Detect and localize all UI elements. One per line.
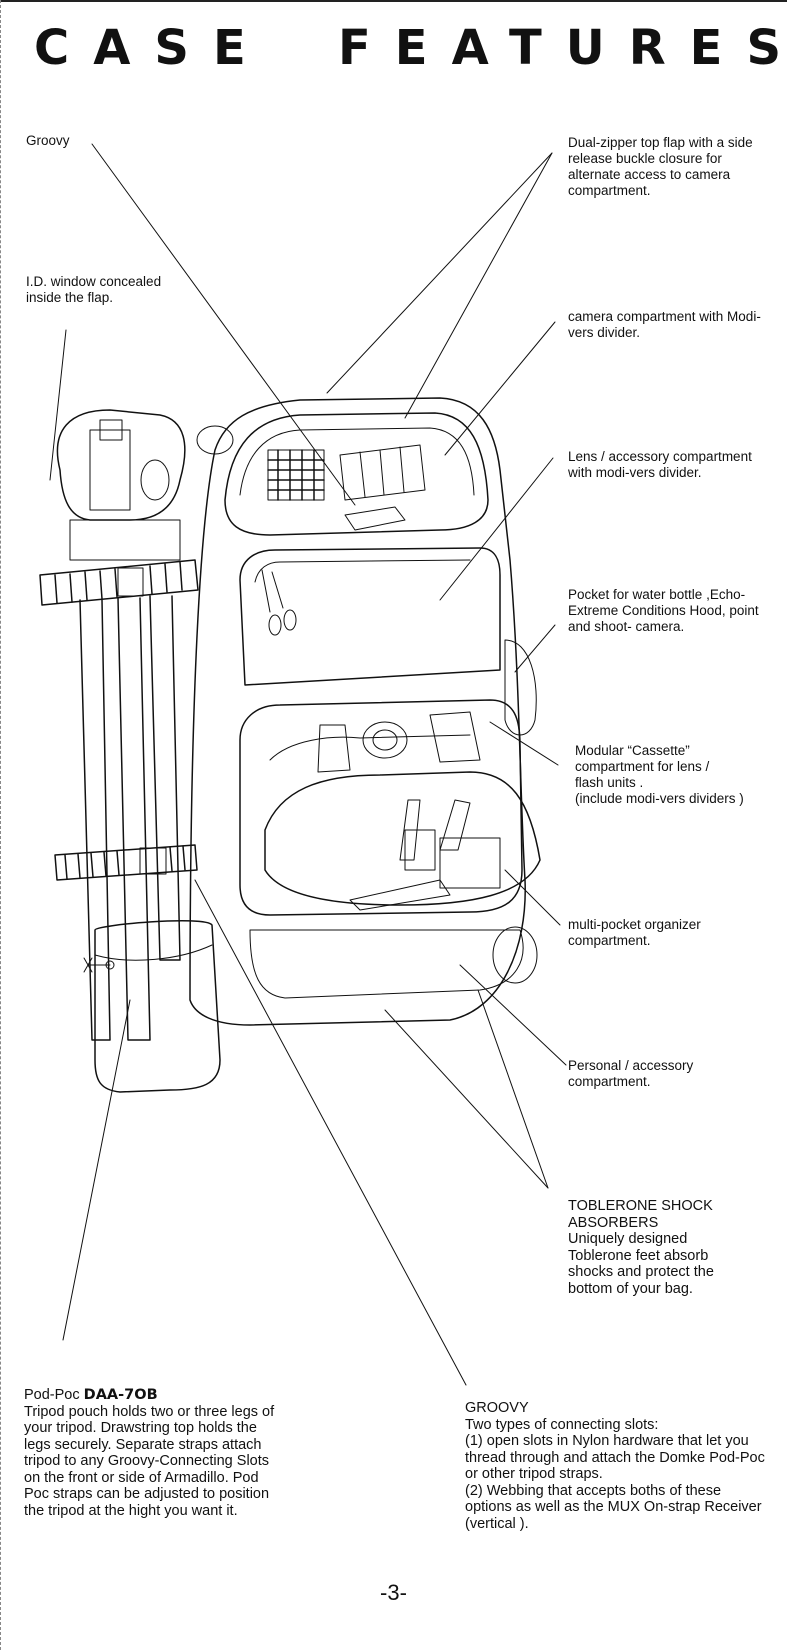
label-lens-compartment: Lens / accessory compartment with modi-v… xyxy=(568,449,752,480)
page-number: -3- xyxy=(380,1580,407,1605)
groovy-item-2: (2) Webbing that accepts boths of these … xyxy=(465,1482,762,1532)
title-features: FEATURES xyxy=(338,20,787,76)
backpack-body xyxy=(189,397,541,1026)
label-groovy-bottom: GROOVY Two types of connecting slots: (1… xyxy=(465,1400,765,1532)
label-camera-compartment: camera compartment with Modi-vers divide… xyxy=(568,309,761,340)
tripod xyxy=(39,409,234,1093)
pod-poc-title: Pod-Poc DAA-7OB xyxy=(24,1387,282,1404)
label-dual-zipper: Dual-zipper top flap with a side release… xyxy=(568,135,753,198)
label-personal: Personal / accessory compartment. xyxy=(568,1058,694,1089)
label-pod-poc: Pod-Poc DAA-7OB Tripod pouch holds two o… xyxy=(24,1387,282,1519)
groovy-heading: GROOVY xyxy=(465,1400,529,1416)
toblerone-heading: TOBLERONE SHOCK ABSORBERS xyxy=(568,1198,713,1231)
title-case: CASE xyxy=(34,20,270,76)
label-organizer: multi-pocket organizer compartment. xyxy=(568,917,701,948)
label-toblerone: TOBLERONE SHOCK ABSORBERS Uniquely desig… xyxy=(568,1198,743,1297)
top-border xyxy=(0,0,787,2)
label-cassette: Modular “Cassette” compartment for lens … xyxy=(575,743,744,807)
pod-poc-prefix: Pod-Poc xyxy=(24,1387,80,1403)
leader-lines xyxy=(49,143,567,1386)
pod-poc-model: DAA-7OB xyxy=(83,1387,158,1403)
pod-poc-body: Tripod pouch holds two or three legs of … xyxy=(24,1403,275,1519)
toblerone-body: Uniquely designed Toblerone feet absorb … xyxy=(568,1231,714,1297)
label-cassette-main: Modular “Cassette” compartment for lens … xyxy=(575,743,710,790)
label-groovy-top: Groovy xyxy=(26,133,70,148)
label-cassette-dividers: (include modi-vers dividers ) xyxy=(575,791,744,806)
label-id-window: I.D. window concealed inside the flap. xyxy=(26,274,162,305)
left-cut-line xyxy=(0,0,1,1650)
groovy-item-1: (1) open slots in Nylon hardware that le… xyxy=(465,1433,765,1482)
label-water-pocket: Pocket for water bottle ,Echo-Extreme Co… xyxy=(568,587,759,634)
groovy-intro: Two types of connecting slots: xyxy=(465,1416,659,1433)
